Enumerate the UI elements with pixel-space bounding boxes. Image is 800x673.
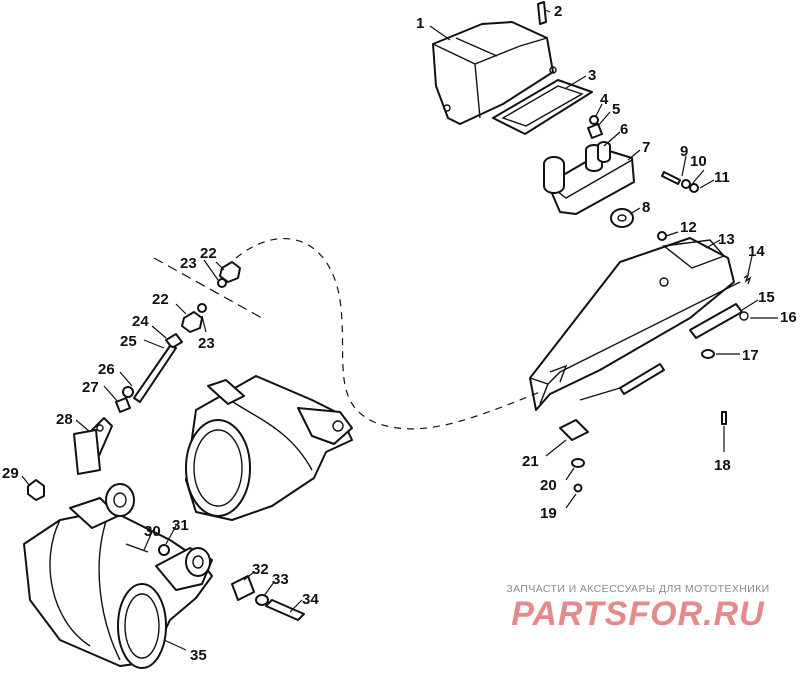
cover-gasket bbox=[492, 79, 593, 135]
linkage-arm bbox=[73, 417, 113, 475]
center-axis-line bbox=[153, 257, 263, 319]
housing-cover bbox=[432, 21, 557, 125]
cotter-pin bbox=[125, 543, 149, 553]
bolt-small-upper bbox=[661, 171, 699, 193]
grommet bbox=[610, 208, 634, 228]
switch-module bbox=[543, 141, 635, 215]
callout-label: 17 bbox=[742, 347, 759, 364]
pad-screw bbox=[573, 483, 583, 493]
watermark-caption: ЗАПЧАСТИ И АКСЕССУАРЫ ДЛЯ МОТОТЕХНИКИ bbox=[506, 583, 770, 595]
callout-label: 12 bbox=[680, 219, 697, 236]
callout-label: 23 bbox=[198, 335, 215, 352]
bushing bbox=[231, 575, 255, 601]
callout-label: 28 bbox=[56, 411, 73, 428]
small-spacer bbox=[587, 123, 603, 139]
callout-label: 21 bbox=[522, 453, 539, 470]
callout-label: 2 bbox=[554, 3, 562, 20]
watermark-logo: ЗАПЧАСТИ И АКСЕССУАРЫ ДЛЯ МОТОТЕХНИКИ PA… bbox=[488, 583, 788, 633]
drive-housing bbox=[23, 483, 213, 669]
callout-label: 33 bbox=[272, 571, 289, 588]
small-seal bbox=[589, 115, 599, 125]
callout-label: 10 bbox=[690, 153, 707, 170]
callout-label: 9 bbox=[680, 143, 688, 160]
callout-label: 6 bbox=[620, 121, 628, 138]
callout-label: 5 bbox=[612, 101, 620, 118]
callout-label: 3 bbox=[588, 67, 596, 84]
callout-label: 8 bbox=[642, 199, 650, 216]
callout-label: 24 bbox=[132, 313, 149, 330]
callout-label: 32 bbox=[252, 561, 269, 578]
spring-clip bbox=[743, 273, 752, 285]
coupling-housing bbox=[185, 375, 353, 521]
callout-label: 34 bbox=[302, 591, 319, 608]
callout-label: 7 bbox=[642, 139, 650, 156]
cover-screw bbox=[537, 1, 547, 25]
callout-label: 25 bbox=[120, 333, 137, 350]
callout-label: 13 bbox=[718, 231, 735, 248]
callout-label: 35 bbox=[190, 647, 207, 664]
bracket-rod bbox=[579, 363, 665, 401]
linkage-washer bbox=[115, 386, 134, 413]
callout-label: 23 bbox=[180, 255, 197, 272]
callout-label: 4 bbox=[600, 91, 609, 108]
callout-labels: 1 2 3 4 5 6 7 8 9 10 11 12 13 14 15 16 1… bbox=[2, 3, 797, 664]
callout-label: 18 bbox=[714, 457, 731, 474]
callout-label: 16 bbox=[780, 309, 797, 326]
pad-washer bbox=[571, 458, 585, 468]
nut-mid bbox=[181, 303, 207, 333]
callout-label: 14 bbox=[748, 243, 765, 260]
bracket-washer bbox=[701, 349, 715, 359]
long-bolt bbox=[133, 333, 183, 403]
callout-label: 30 bbox=[144, 523, 161, 540]
cable-routing-line bbox=[235, 237, 541, 430]
hex-bolt-lower bbox=[265, 599, 305, 621]
callout-label: 11 bbox=[714, 169, 730, 186]
bushing-washer bbox=[255, 594, 269, 606]
hex-nut-left bbox=[27, 479, 45, 501]
callout-label: 1 bbox=[416, 15, 424, 32]
mounting-bracket bbox=[529, 237, 741, 411]
bracket-bolt bbox=[721, 411, 727, 425]
callout-label: 20 bbox=[540, 477, 557, 494]
rubber-pad bbox=[559, 419, 589, 441]
callout-label: 27 bbox=[82, 379, 99, 396]
callout-label: 26 bbox=[98, 361, 115, 378]
nut-upper-left bbox=[217, 261, 241, 288]
washer-small bbox=[657, 231, 667, 241]
callout-label: 31 bbox=[172, 517, 189, 534]
watermark-brand: PARTSFOR.RU bbox=[511, 595, 765, 633]
callout-label: 19 bbox=[540, 505, 557, 522]
bracket-pin bbox=[689, 303, 749, 339]
callout-label: 22 bbox=[200, 245, 217, 262]
callout-label: 15 bbox=[758, 289, 775, 306]
callout-label: 22 bbox=[152, 291, 169, 308]
leader-lines bbox=[21, 9, 778, 651]
callout-label: 29 bbox=[2, 465, 19, 482]
pin-washer bbox=[158, 544, 170, 556]
